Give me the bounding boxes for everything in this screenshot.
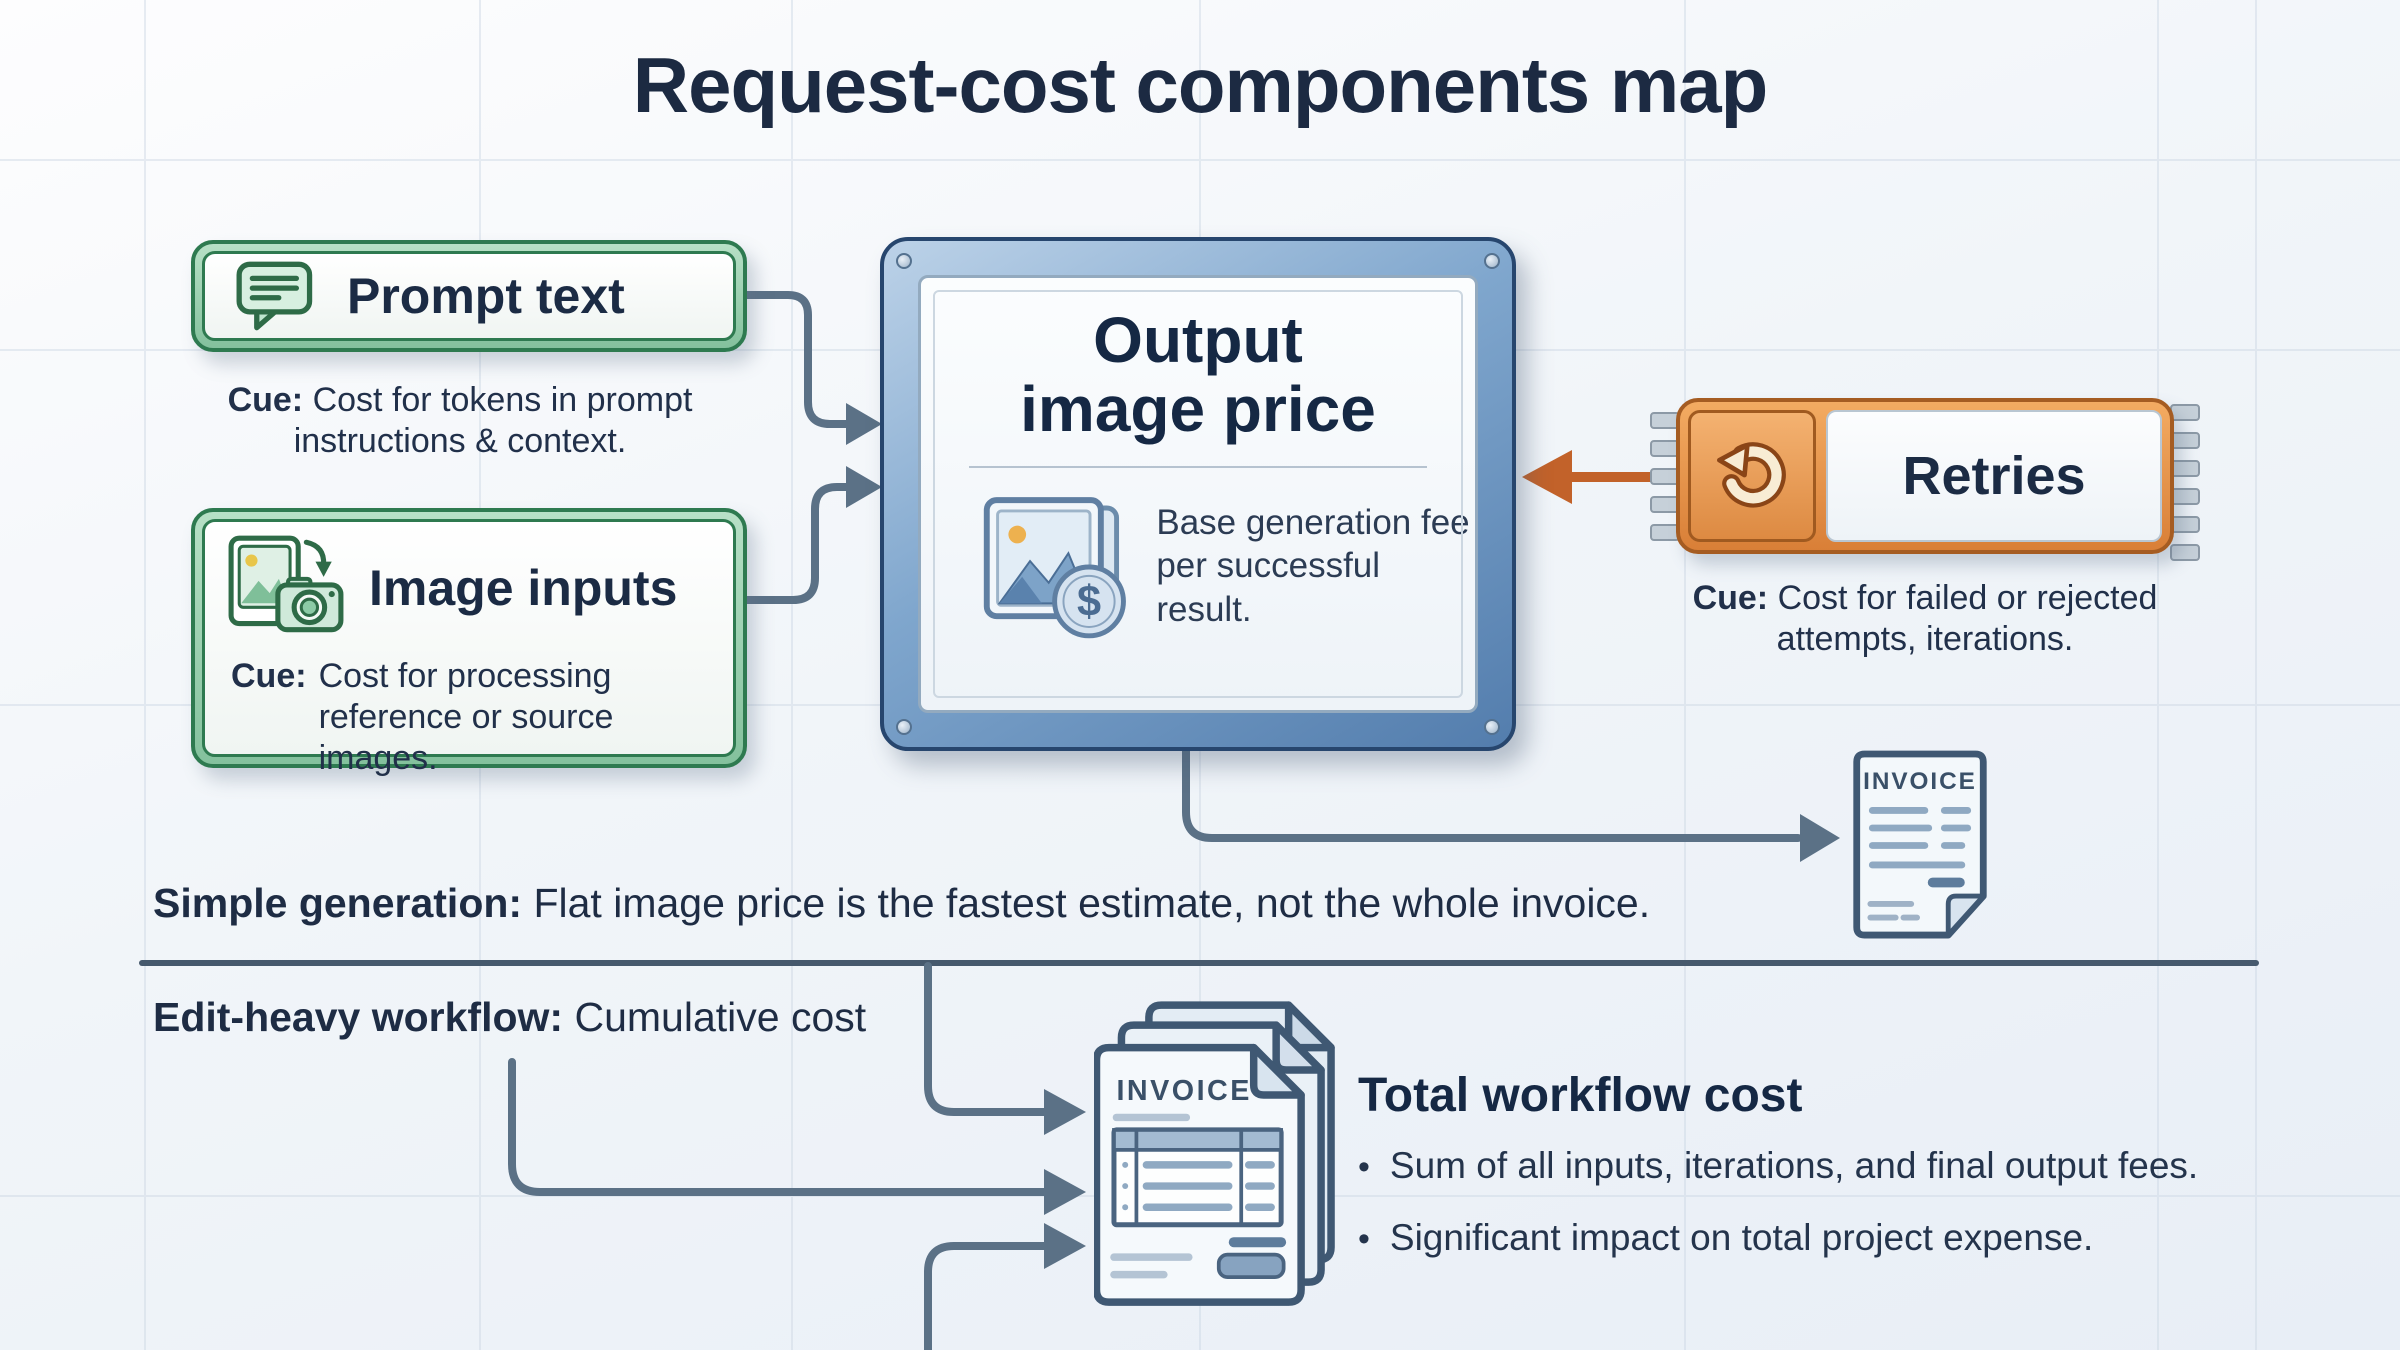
- arrowhead-invoice: [1800, 814, 1840, 862]
- prompt-text-cue: Cue: Cost for tokens in prompt instructi…: [200, 380, 720, 462]
- arrowhead-stack-3: [1044, 1223, 1086, 1269]
- edit-heavy-note: Edit-heavy workflow: Cumulative cost: [153, 994, 866, 1041]
- cue-label: Cue:: [231, 657, 307, 695]
- cue-label: Cue:: [1692, 579, 1769, 617]
- arrowhead-stack-1: [1044, 1089, 1086, 1135]
- invoice-icon: INVOICE: [1853, 750, 1987, 939]
- dollar-symbol: $: [1077, 578, 1101, 626]
- connector-arrowheads: [846, 403, 1840, 1269]
- note-text: Cumulative cost: [574, 994, 867, 1040]
- connector-bottom-to-stack: [924, 1242, 1048, 1350]
- note-label: Edit-heavy workflow:: [153, 994, 564, 1040]
- retries-cue: Cue: Cost for failed or rejected attempt…: [1645, 578, 2205, 660]
- output-price-title-line1: Output: [1093, 304, 1303, 376]
- output-price-title: Output image price: [921, 304, 1475, 446]
- chip-pin: [2170, 516, 2200, 533]
- retries-label: Retries: [1826, 410, 2162, 542]
- node-output-image-price: Output image price $ Base generation fee…: [880, 237, 1516, 751]
- bullet-dot: •: [1358, 1220, 1370, 1259]
- screw-icon: [896, 253, 912, 269]
- bullet-dot: •: [1358, 1148, 1370, 1186]
- node-image-inputs: Image inputs Cue: Cost for processing re…: [191, 508, 747, 777]
- invoice-title-text: INVOICE: [1863, 768, 1977, 795]
- screw-icon: [1484, 253, 1500, 269]
- screw-icon: [896, 719, 912, 735]
- image-inputs-label: Image inputs: [369, 560, 678, 616]
- image-inputs-cue: Cue: Cost for processing reference or so…: [225, 654, 713, 786]
- connector-editheavy-to-stack: [508, 1058, 1048, 1196]
- note-label: Simple generation:: [153, 880, 523, 926]
- chip-pin: [2170, 432, 2200, 449]
- node-retries: Retries: [1676, 398, 2174, 554]
- arrowhead-retries: [1522, 450, 1572, 504]
- output-price-panel: Output image price $ Base generation fee…: [918, 275, 1478, 713]
- arrowhead-stack-2: [1044, 1169, 1086, 1215]
- arrowhead-prompt: [846, 403, 882, 445]
- connector-divider-to-stack: [924, 962, 1048, 1116]
- bullet-text: Sum of all inputs, iterations, and final…: [1389, 1145, 2199, 1186]
- retry-arrow-icon: [1717, 442, 1786, 508]
- connector-paths: [508, 291, 1802, 1350]
- connector-images-to-price: [743, 483, 850, 604]
- invoice-title-text: INVOICE: [1116, 1075, 1251, 1107]
- invoice-stack-icon: INVOICE: [1094, 1001, 1335, 1306]
- prompt-text-label: Prompt text: [347, 268, 625, 324]
- total-workflow-block: Total workflow cost • Sum of all inputs,…: [1358, 1068, 2198, 1289]
- output-price-description: Base generation fee per successful resul…: [1156, 502, 1470, 630]
- total-bullet-1: • Sum of all inputs, iterations, and fin…: [1358, 1145, 2198, 1189]
- total-bullet-2: • Significant impact on total project ex…: [1358, 1217, 2198, 1261]
- chip-pin: [2170, 488, 2200, 505]
- image-price-icon: $: [983, 497, 1126, 639]
- output-price-title-line2: image price: [1020, 373, 1376, 446]
- image-inputs-panel: Image inputs Cue: Cost for processing re…: [202, 519, 736, 777]
- chip-pin: [2170, 544, 2200, 561]
- speech-bubble-icon: [236, 261, 313, 331]
- screw-icon: [1484, 719, 1500, 735]
- cue-text: Cost for failed or rejected attempts, it…: [1776, 579, 2158, 658]
- note-text: Flat image price is the fastest estimate…: [533, 880, 1651, 926]
- page-title: Request-cost components map: [632, 41, 1769, 129]
- total-workflow-heading: Total workflow cost: [1358, 1069, 1803, 1122]
- photo-camera-icon: [228, 535, 344, 633]
- cue-label: Cue:: [227, 381, 304, 419]
- connector-price-to-invoice: [1182, 744, 1802, 842]
- output-price-divider: [969, 466, 1427, 469]
- cue-text: Cost for tokens in prompt instructions &…: [293, 381, 693, 460]
- arrowhead-images: [846, 466, 882, 508]
- bullet-text: Significant impact on total project expe…: [1389, 1217, 2094, 1259]
- connector-prompt-to-price: [743, 291, 850, 428]
- chip-pin: [2170, 460, 2200, 477]
- panel-inner-border: [933, 290, 1463, 698]
- node-prompt-text: Prompt text: [191, 240, 747, 352]
- simple-generation-note: Simple generation: Flat image price is t…: [153, 880, 1650, 927]
- chip-pin: [2170, 404, 2200, 421]
- prompt-text-panel: Prompt text: [202, 251, 736, 341]
- retries-arrow: [1522, 450, 1665, 504]
- retries-icon-tile: [1688, 410, 1816, 542]
- cue-text: Cost for processing reference or source …: [318, 657, 614, 777]
